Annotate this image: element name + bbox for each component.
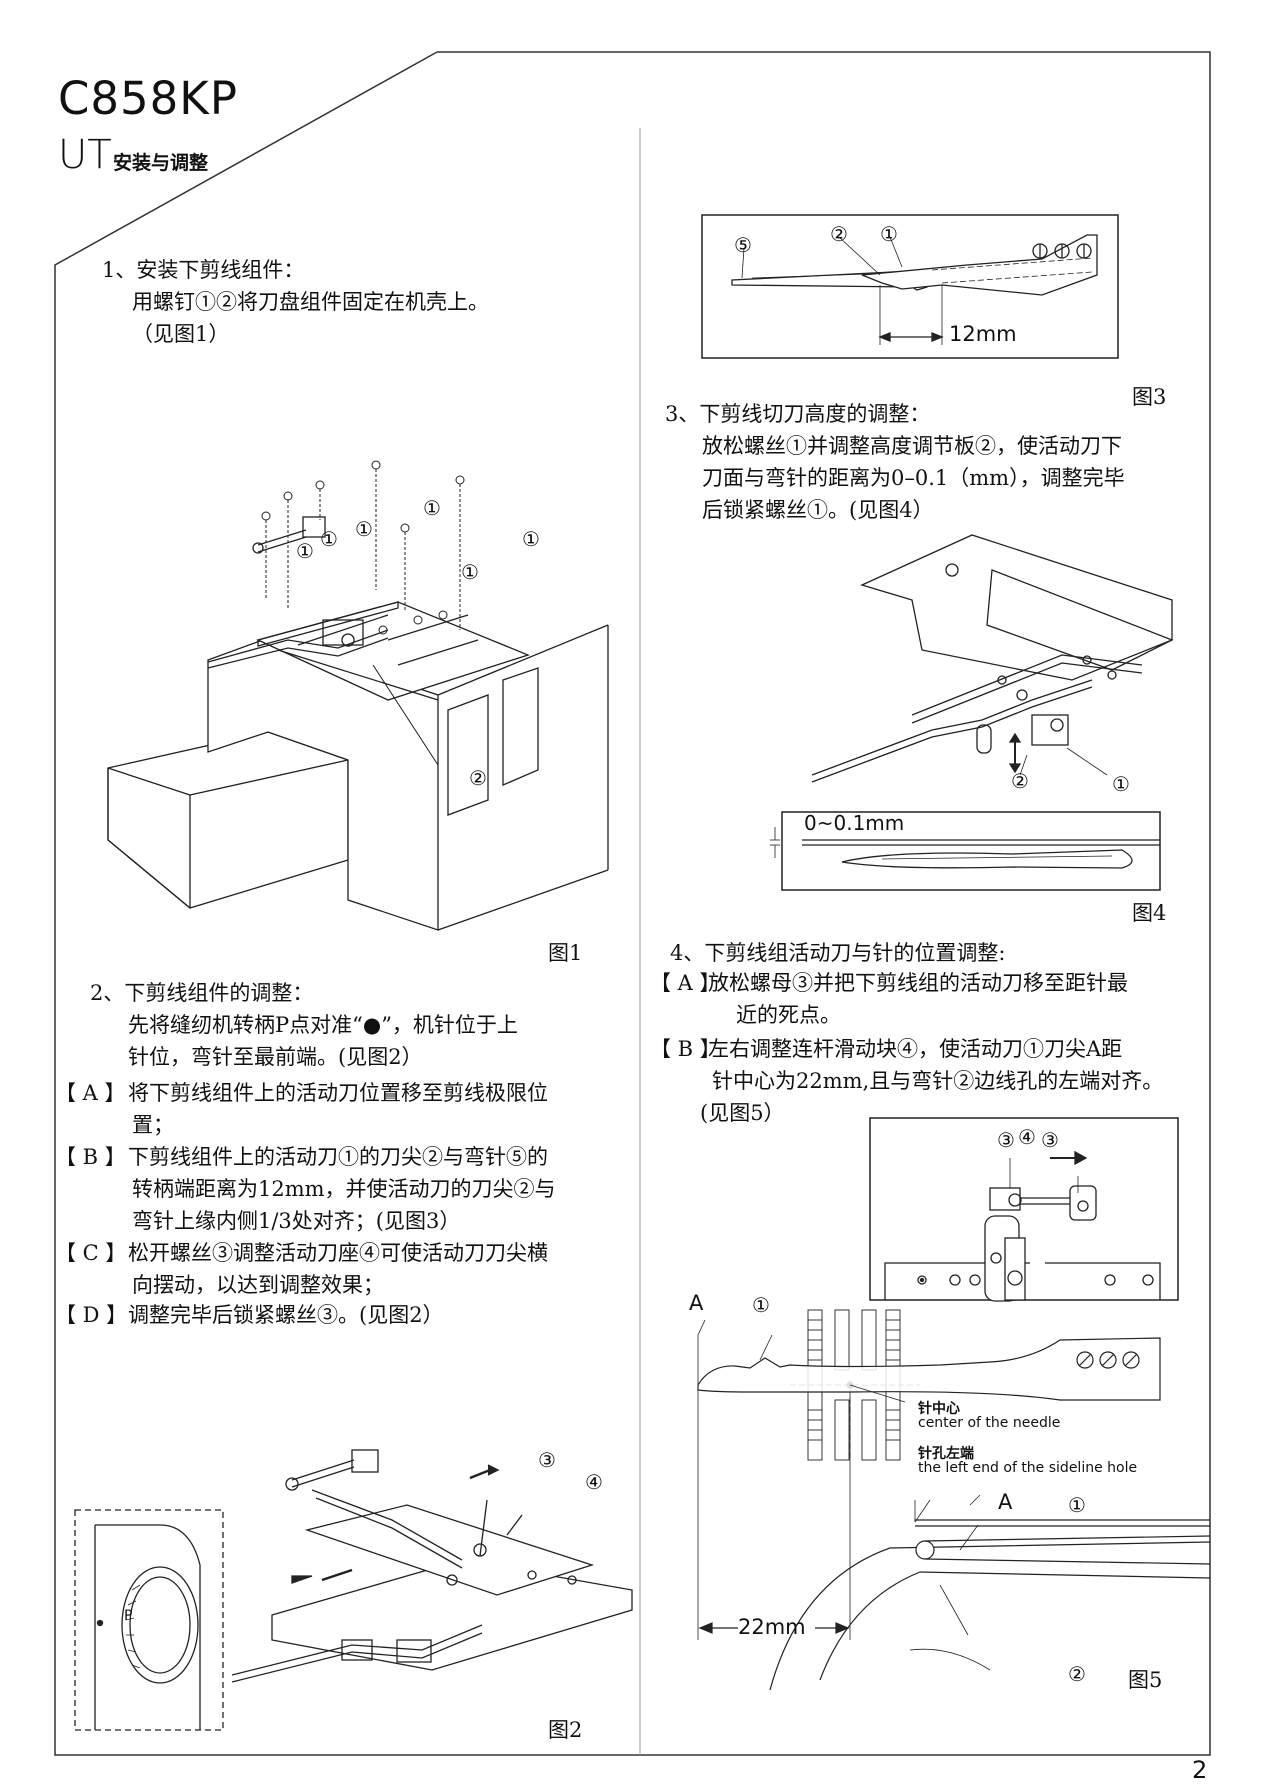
fig5-dimension: 22mm [738, 1615, 806, 1639]
sec2-c-line-2: 向摆动，以达到调整效果； [132, 1273, 384, 1297]
fig5-caption: 图5 [1128, 1668, 1163, 1692]
fig4-callout-2: ② [1011, 769, 1029, 793]
fig5-A-label: A [689, 1291, 704, 1315]
sec1-line-1: 用螺钉①②将刀盘组件固定在机壳上。 [132, 290, 489, 314]
fig3-callout-1: ① [880, 222, 898, 246]
section-prefix: UT [58, 132, 112, 178]
fig3-caption: 图3 [1132, 385, 1167, 409]
fig1-callout-1a: ① [423, 496, 441, 520]
fig2-callout-4: ④ [585, 1470, 603, 1494]
figure-2-drawing [231, 1449, 633, 1683]
sec4-b-tag: 【 B 】 [650, 1037, 721, 1061]
fig3-callout-2: ② [830, 222, 848, 246]
sec2-a-tag: 【 A 】 [55, 1081, 126, 1105]
sec3-title: 3、下剪线切刀高度的调整： [665, 402, 931, 426]
fig5-callout-3b: ③ [1041, 1128, 1059, 1152]
sec2-intro-1: 先将缝纫机转柄P点对准“●”，机针位于上 [128, 1013, 518, 1037]
fig5-callout-4: ④ [1018, 1125, 1036, 1149]
sec1-title: 1、安装下剪线组件： [102, 258, 305, 282]
model-title: C858KP [58, 72, 238, 125]
figure-5-top-inset [869, 1117, 1179, 1302]
figure-3-drawing [701, 214, 1119, 359]
sec4-b-line-3: (见图5） [700, 1101, 785, 1125]
fig1-callout-1b: ① [355, 517, 373, 541]
fig2-handwheel-P-label: P [124, 1608, 133, 1624]
sec4-b-line-2: 针中心为22mm,且与弯针②边线孔的左端对齐。 [712, 1069, 1164, 1093]
sec3-line-1: 放松螺丝①并调整高度调节板②，使活动刀下 [702, 434, 1122, 458]
hole-left-cn: 针孔左端 [918, 1446, 974, 1462]
sec2-intro-2: 针位，弯针至最前端。(见图2） [128, 1045, 423, 1069]
fig1-callout-1e: ① [522, 527, 540, 551]
sec3-line-2: 刀面与弯针的距离为0–0.1（mm），调整完毕 [702, 466, 1125, 490]
sec2-d-line-1: 调整完毕后锁紧螺丝③。(见图2） [128, 1303, 444, 1327]
fig3-dimension: 12mm [949, 322, 1017, 346]
sec2-b-line-2: 转柄端距离为12mm，并使活动刀的刀尖②与 [132, 1177, 556, 1201]
fig5-detail-A-label: A [998, 1490, 1013, 1514]
sec1-line-2: （见图1） [132, 322, 230, 346]
sec4-b-line-1: 左右调整连杆滑动块④，使活动刀①刀尖A距 [708, 1037, 1123, 1061]
fig1-callout-1f: ① [461, 560, 479, 584]
fig2-callout-3: ③ [538, 1448, 556, 1472]
fig1-callout-1c: ① [320, 527, 338, 551]
figure-4-drawing [811, 534, 1174, 783]
sec4-a-tag: 【 A 】 [650, 971, 721, 995]
figure-4-detail [770, 811, 1161, 891]
fig1-callout-2: ② [469, 766, 487, 790]
fig5-callout-1: ① [752, 1293, 770, 1317]
figure-2-handwheel [74, 1509, 224, 1731]
sec2-b-line-3: 弯针上缘内侧1/3处对齐；(见图3） [132, 1209, 461, 1233]
sec2-c-line-1: 松开螺丝③调整活动刀座④可使活动刀刀尖横 [128, 1241, 548, 1265]
sec2-b-tag: 【 B 】 [55, 1145, 126, 1169]
fig5-detail-callout-1: ① [1068, 1493, 1086, 1517]
fig4-dimension: 0~0.1mm [804, 811, 905, 835]
figure-5-drawing [697, 1309, 1211, 1691]
figure-1-drawing [107, 460, 609, 931]
fig4-callout-1: ① [1112, 772, 1130, 796]
page-number: 2 [1192, 1756, 1208, 1784]
sec4-a-line-2: 近的死点。 [736, 1003, 841, 1027]
sec4-title: 4、下剪线组活动刀与针的位置调整: [670, 941, 1006, 965]
fig1-caption: 图1 [548, 941, 583, 965]
sec3-line-3: 后锁紧螺丝①。(见图4） [702, 498, 934, 522]
fig5-callout-3a: ③ [997, 1128, 1015, 1152]
sec2-a-line-1: 将下剪线组件上的活动刀位置移至剪线极限位 [128, 1081, 548, 1105]
fig3-callout-5: ⑤ [734, 233, 752, 257]
sec2-a-line-2: 置； [132, 1113, 174, 1137]
sec2-title: 2、下剪线组件的调整： [90, 981, 314, 1005]
fig5-detail-callout-2: ② [1068, 1662, 1086, 1686]
sec2-c-tag: 【 C 】 [55, 1241, 127, 1265]
needle-center-en: center of the needle [918, 1415, 1061, 1431]
fig4-caption: 图4 [1132, 901, 1167, 925]
sec2-d-tag: 【 D 】 [55, 1303, 128, 1327]
fig2-caption: 图2 [548, 1718, 583, 1742]
sec2-b-line-1: 下剪线组件上的活动刀①的刀尖②与弯针⑤的 [128, 1145, 548, 1169]
section-subtitle: 安装与调整 [113, 152, 209, 174]
needle-center-cn: 针中心 [918, 1401, 960, 1417]
hole-left-en: the left end of the sideline hole [918, 1460, 1138, 1476]
sec4-a-line-1: 放松螺母③并把下剪线组的活动刀移至距针最 [708, 971, 1128, 995]
fig1-callout-1d: ① [296, 539, 314, 563]
